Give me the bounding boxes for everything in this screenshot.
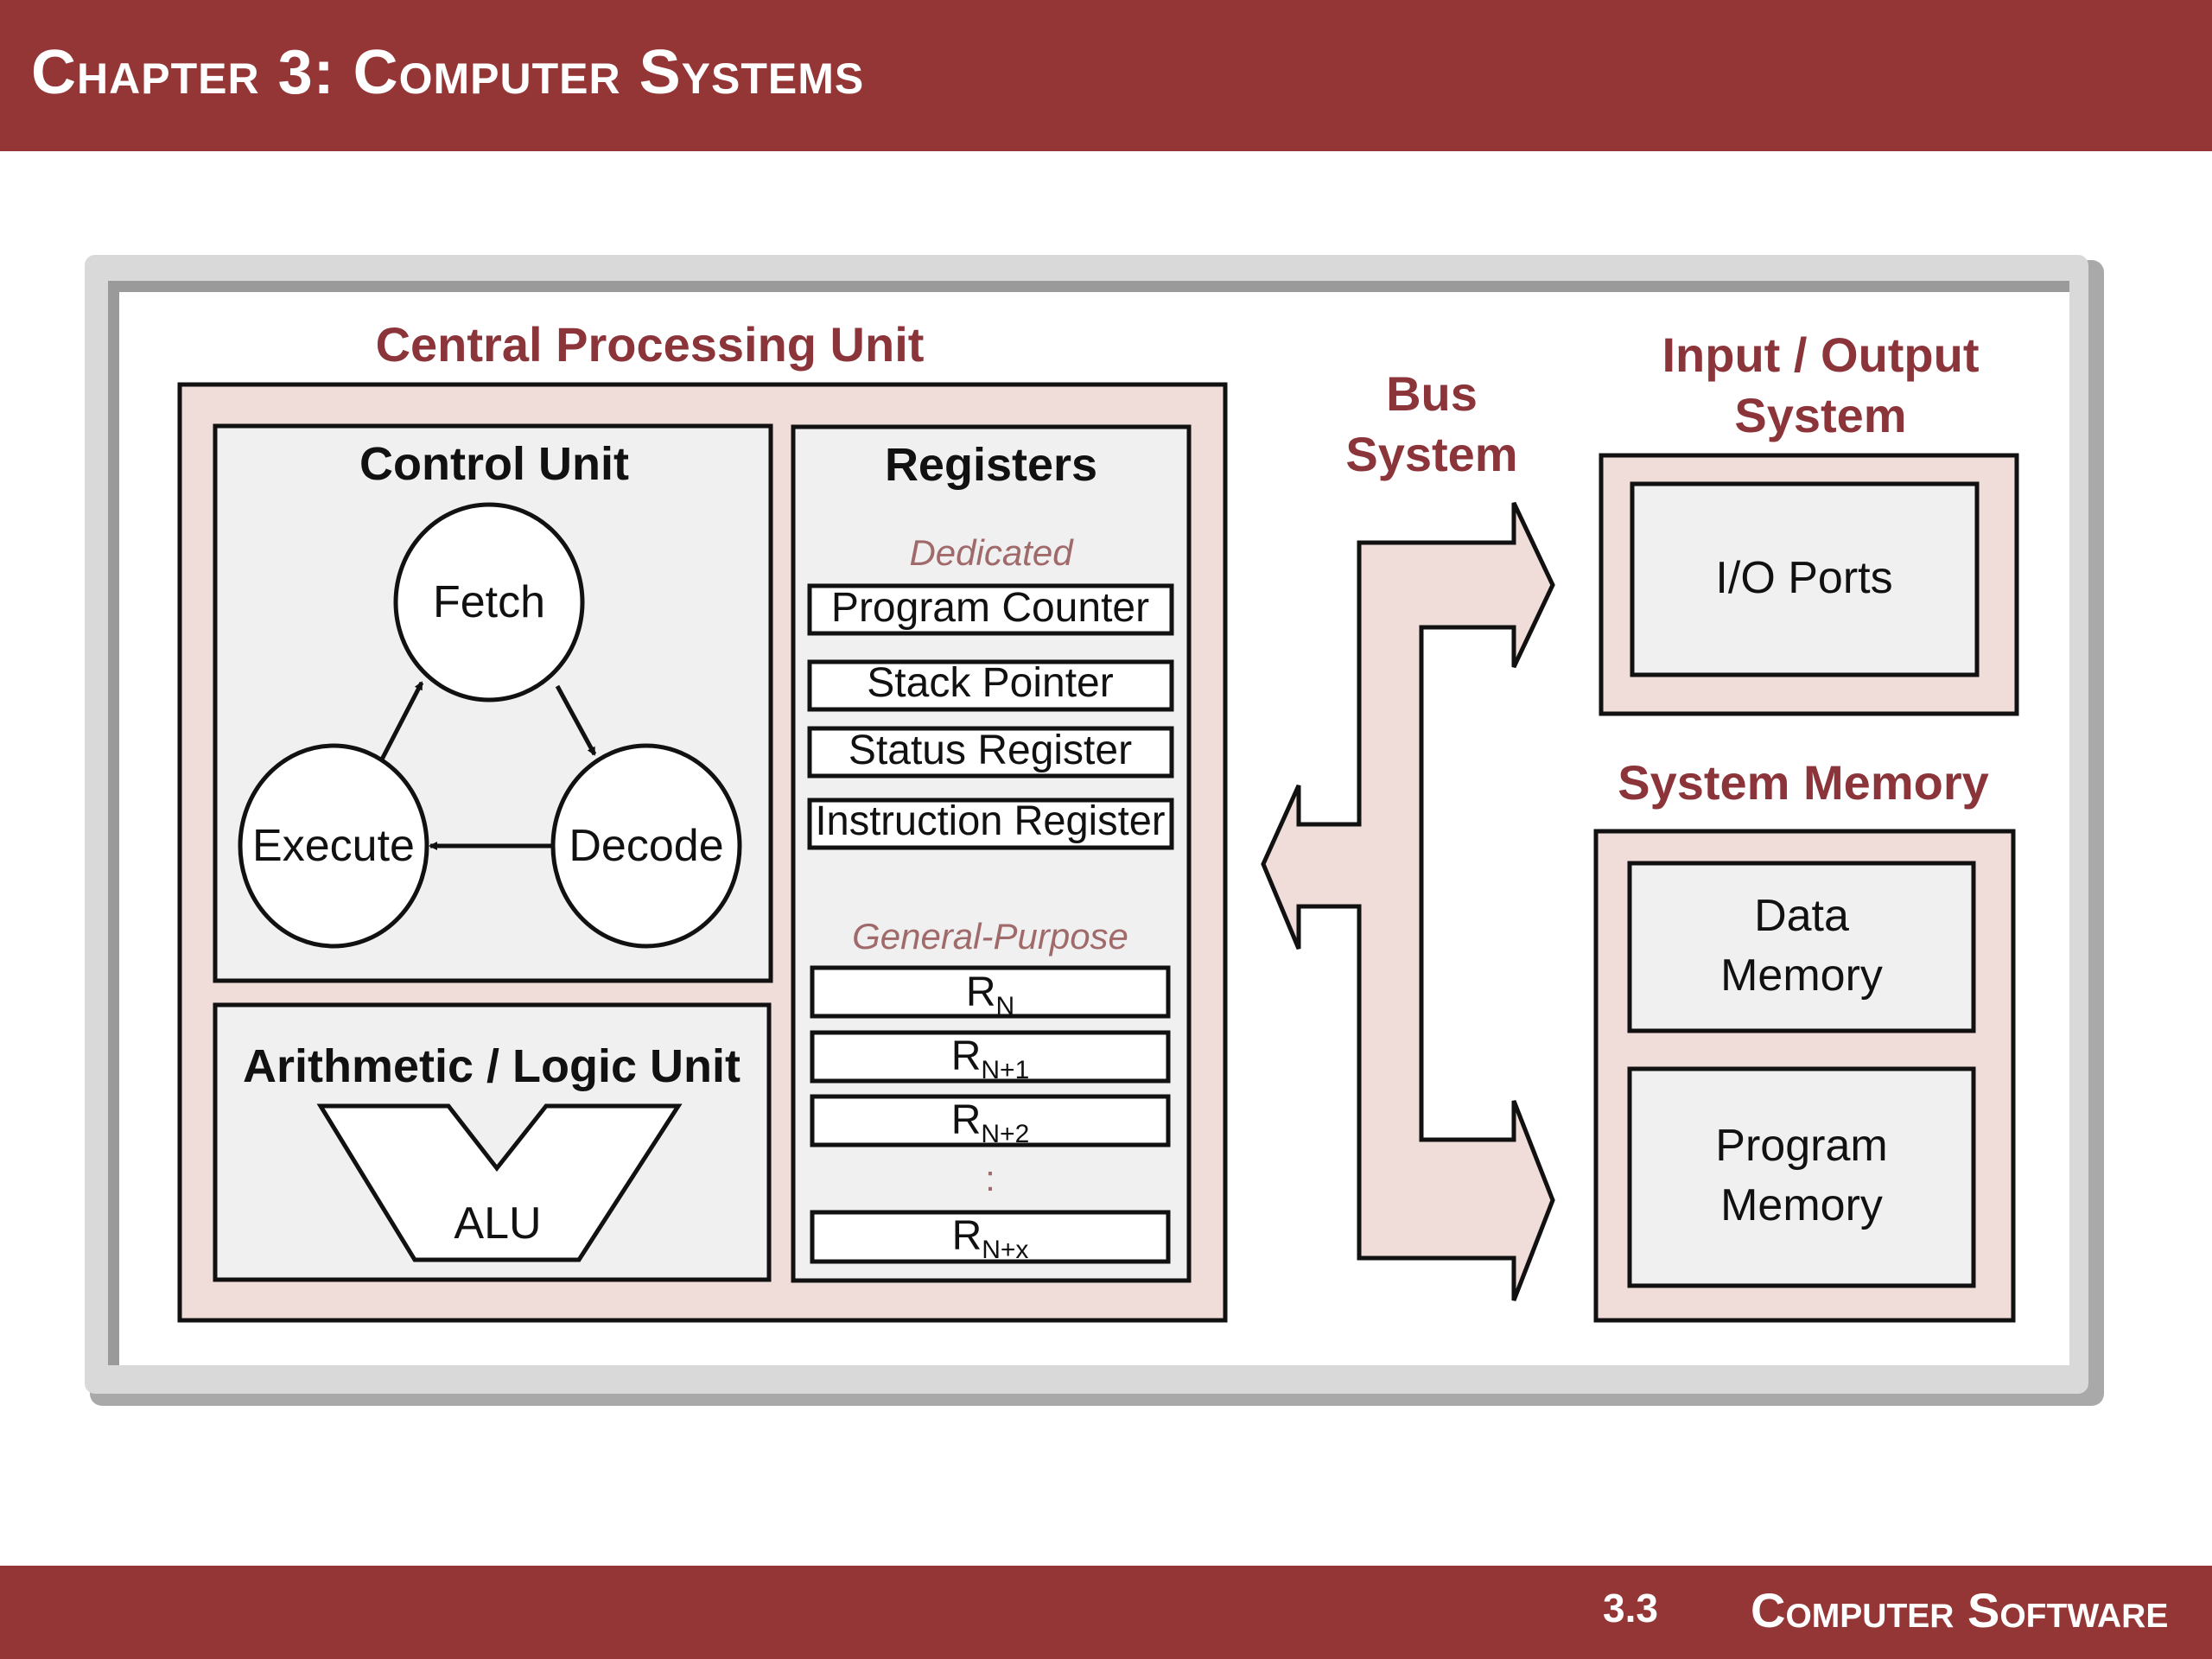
dedicated-heading: Dedicated bbox=[909, 532, 1074, 573]
program-memory-line1: Program bbox=[1715, 1121, 1887, 1171]
register-rnx bbox=[810, 1210, 1171, 1264]
cpu-title: Central Processing Unit bbox=[376, 317, 925, 372]
data-memory-line1: Data bbox=[1754, 891, 1849, 941]
alu-symbol bbox=[316, 1103, 683, 1262]
io-ports-box bbox=[1630, 481, 1980, 677]
general-purpose-heading: General-Purpose bbox=[852, 916, 1128, 957]
register-label: Status Register bbox=[849, 728, 1132, 773]
memory-title: System Memory bbox=[1618, 755, 1989, 810]
program-memory-box bbox=[1627, 1066, 1976, 1288]
fetch-to-decode-arrow bbox=[555, 684, 597, 756]
program-memory-line2: Memory bbox=[1720, 1180, 1883, 1230]
control-unit-title: Control Unit bbox=[359, 438, 629, 490]
register-label: RN bbox=[966, 969, 1014, 1020]
register-status bbox=[807, 726, 1174, 779]
decode-label: Decode bbox=[569, 821, 723, 871]
register-label: Instruction Register bbox=[816, 798, 1166, 844]
decode-stage bbox=[550, 743, 742, 949]
bus-title-line1: Bus bbox=[1386, 366, 1478, 421]
chapter-title: Chapter 3: Computer Systems bbox=[31, 38, 865, 107]
register-rn1 bbox=[810, 1030, 1171, 1084]
control-unit: Control Unit Fetch Decode Execute bbox=[213, 423, 773, 983]
alu-unit: Arithmetic / Logic Unit ALU bbox=[213, 1002, 772, 1282]
bus-title-line2: System bbox=[1345, 427, 1517, 481]
register-label: Program Counter bbox=[831, 585, 1149, 631]
alu-title: Arithmetic / Logic Unit bbox=[243, 1040, 741, 1092]
register-label: RN+x bbox=[952, 1213, 1029, 1264]
register-label: Stack Pointer bbox=[867, 660, 1113, 706]
register-stack-pointer bbox=[807, 659, 1174, 712]
alu-symbol-label: ALU bbox=[454, 1198, 541, 1249]
fetch-label: Fetch bbox=[433, 577, 545, 627]
section-title: Computer Software bbox=[1751, 1583, 2169, 1637]
register-label: RN+2 bbox=[951, 1097, 1030, 1148]
registers-title: Registers bbox=[885, 439, 1097, 491]
section-footer: 3.3 Computer Software bbox=[0, 1566, 2212, 1659]
register-rn2 bbox=[810, 1094, 1171, 1147]
register-instruction bbox=[807, 798, 1174, 850]
fetch-stage bbox=[393, 502, 585, 702]
register-program-counter bbox=[807, 583, 1174, 636]
bus-arrows bbox=[1261, 501, 1555, 1301]
io-title-line2: System bbox=[1734, 388, 1906, 442]
register-rn bbox=[810, 965, 1171, 1019]
execute-stage bbox=[238, 743, 429, 949]
data-memory-line2: Memory bbox=[1720, 950, 1883, 1001]
chapter-header: Chapter 3: Computer Systems bbox=[0, 0, 2212, 151]
register-label: RN+1 bbox=[951, 1033, 1030, 1084]
section-number: 3.3 bbox=[1603, 1586, 1658, 1630]
registers: Registers Dedicated Program Counter Stac… bbox=[791, 424, 1192, 1283]
io-title-line1: Input / Output bbox=[1662, 327, 1980, 382]
data-memory-box bbox=[1627, 861, 1976, 1033]
execute-label: Execute bbox=[252, 821, 415, 871]
io-ports-label: I/O Ports bbox=[1715, 553, 1892, 603]
register-ellipsis: : bbox=[985, 1158, 995, 1198]
